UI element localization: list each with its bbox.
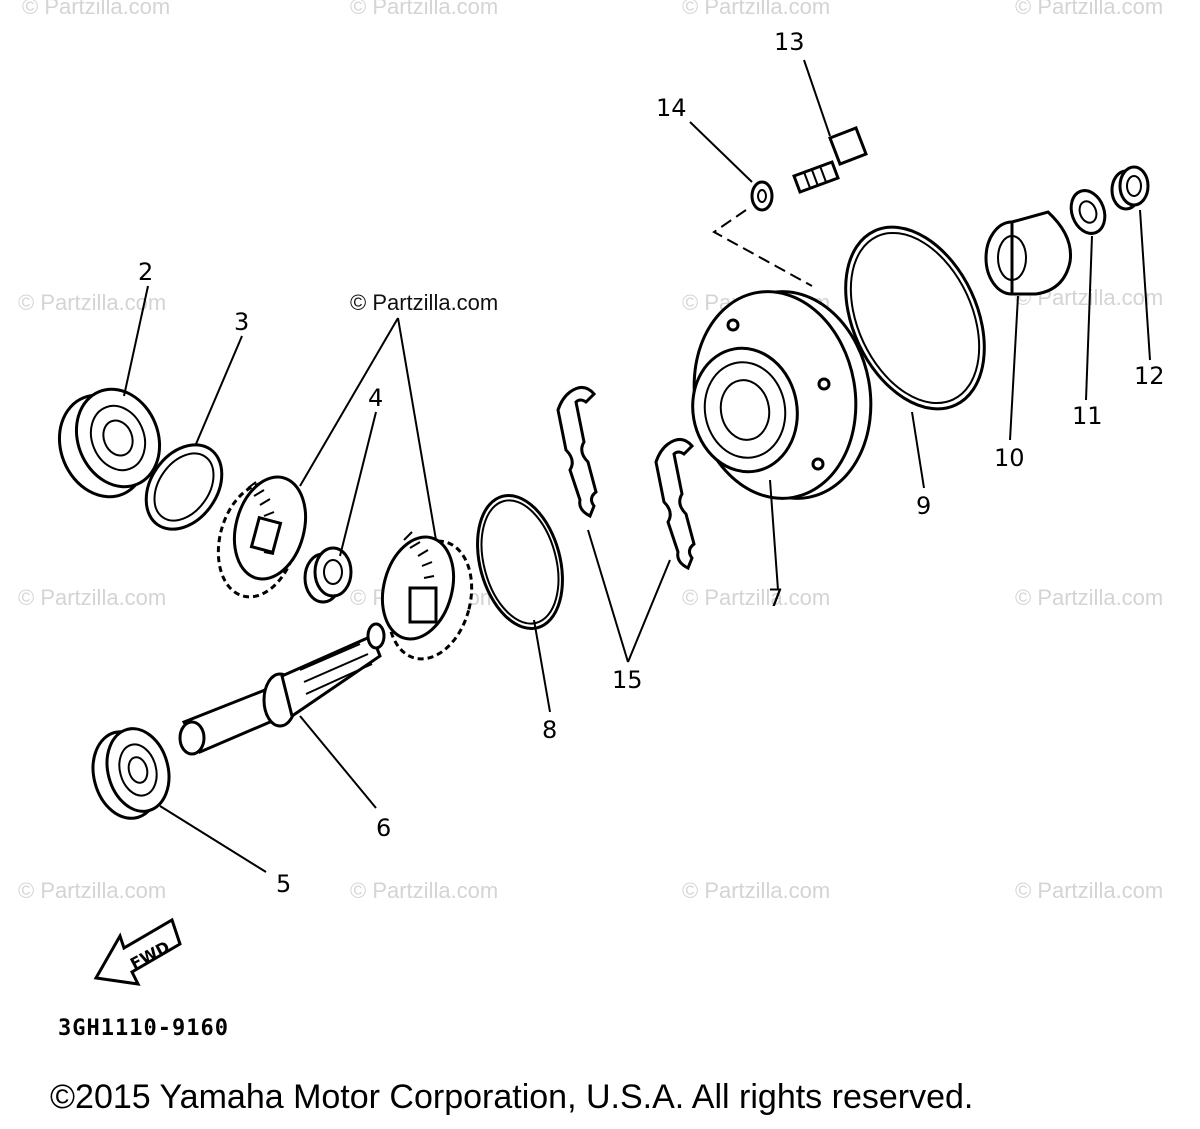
watermark: © Partzilla.com xyxy=(1015,878,1163,903)
callout-10: 10 xyxy=(994,444,1025,472)
callout-2: 2 xyxy=(138,258,153,286)
callout-6: 6 xyxy=(376,814,391,842)
leader-lines xyxy=(123,59,1151,873)
part-5-bearing xyxy=(91,727,171,820)
callout-12: 12 xyxy=(1134,362,1165,390)
watermark: © Partzilla.com xyxy=(22,0,170,19)
callout-15: 15 xyxy=(612,666,643,694)
callout-14: 14 xyxy=(656,94,687,122)
part-7-housing xyxy=(691,290,873,500)
part-8-o-ring xyxy=(476,494,564,630)
watermark: © Partzilla.com xyxy=(682,585,830,610)
callout-5: 5 xyxy=(276,870,291,898)
watermark: © Partzilla.com xyxy=(1015,585,1163,610)
part-4-bevel-gear xyxy=(216,475,307,599)
part-10-coupler xyxy=(984,210,1073,296)
callout-3: 3 xyxy=(234,308,249,336)
watermark-center: © Partzilla.com xyxy=(350,290,498,315)
part-15-clip xyxy=(556,386,696,571)
copyright-notice: ©2015 Yamaha Motor Corporation, U.S.A. A… xyxy=(50,1078,974,1116)
callout-9: 9 xyxy=(916,492,931,520)
watermark: © Partzilla.com xyxy=(682,0,830,19)
callout-13: 13 xyxy=(774,28,805,56)
part-3-shim xyxy=(144,443,224,531)
part-2-bearing xyxy=(57,387,162,499)
watermark: © Partzilla.com xyxy=(18,290,166,315)
callout-labels: 2 3 4 6 5 7 8 9 10 11 12 13 14 15 xyxy=(138,28,1165,898)
callout-4: 4 xyxy=(368,384,383,412)
watermark: © Partzilla.com xyxy=(18,585,166,610)
watermark: © Partzilla.com xyxy=(1015,0,1163,19)
watermark: © Partzilla.com xyxy=(350,0,498,19)
part-12-nut xyxy=(1110,165,1150,211)
watermark: © Partzilla.com xyxy=(682,878,830,903)
fwd-arrow-icon: FWD xyxy=(93,917,182,986)
diagram-code: 3GH1110-9160 xyxy=(58,1016,229,1041)
part-4-nut xyxy=(303,546,353,604)
part-13-bolt xyxy=(792,126,868,194)
watermark: © Partzilla.com xyxy=(350,878,498,903)
callout-7: 7 xyxy=(768,584,783,612)
callout-8: 8 xyxy=(542,716,557,744)
part-14-washer xyxy=(750,180,774,212)
watermark: © Partzilla.com xyxy=(18,878,166,903)
callout-11: 11 xyxy=(1072,402,1103,430)
part-6-drive-shaft xyxy=(178,622,386,756)
part-4-bevel-gear xyxy=(381,531,474,661)
part-9-o-ring xyxy=(844,225,986,411)
part-11-washer xyxy=(1069,189,1107,235)
